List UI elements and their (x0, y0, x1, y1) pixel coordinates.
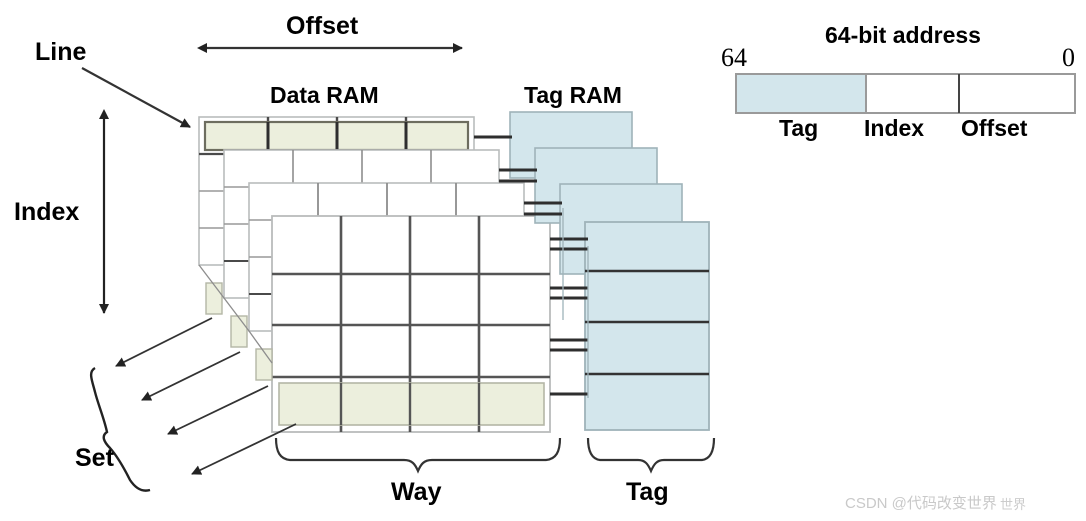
tag-brace (586, 437, 716, 474)
label-set: Set (75, 444, 114, 472)
watermark-overlay: 世界 (1000, 497, 1027, 512)
address-lsb: 0 (1062, 43, 1075, 72)
address-field-offset: Offset (961, 115, 1028, 141)
label-tag-brace: Tag (626, 478, 669, 506)
data-ram-panel-1 (271, 215, 551, 433)
tag-ram-panel-1 (584, 221, 710, 431)
way-brace (274, 437, 562, 474)
address-field-index: Index (864, 115, 925, 141)
label-offset: Offset (286, 12, 359, 40)
label-index: Index (14, 198, 80, 226)
label-line: Line (35, 38, 87, 66)
address-msb: 64 (721, 43, 747, 72)
line-pointer-arrow (81, 67, 191, 128)
address-field-tag: Tag (779, 115, 819, 141)
watermark-text: CSDN @代码改变世界 (845, 495, 997, 512)
data-ram-depth-faces (198, 264, 273, 364)
label-data-ram: Data RAM (270, 82, 379, 108)
label-way: Way (391, 478, 442, 506)
ram-connectors (474, 135, 589, 398)
set-brace-arrows (89, 317, 297, 492)
label-tag-ram: Tag RAM (524, 82, 622, 108)
address-bar (735, 73, 1076, 114)
address-title: 64-bit address (825, 22, 981, 48)
